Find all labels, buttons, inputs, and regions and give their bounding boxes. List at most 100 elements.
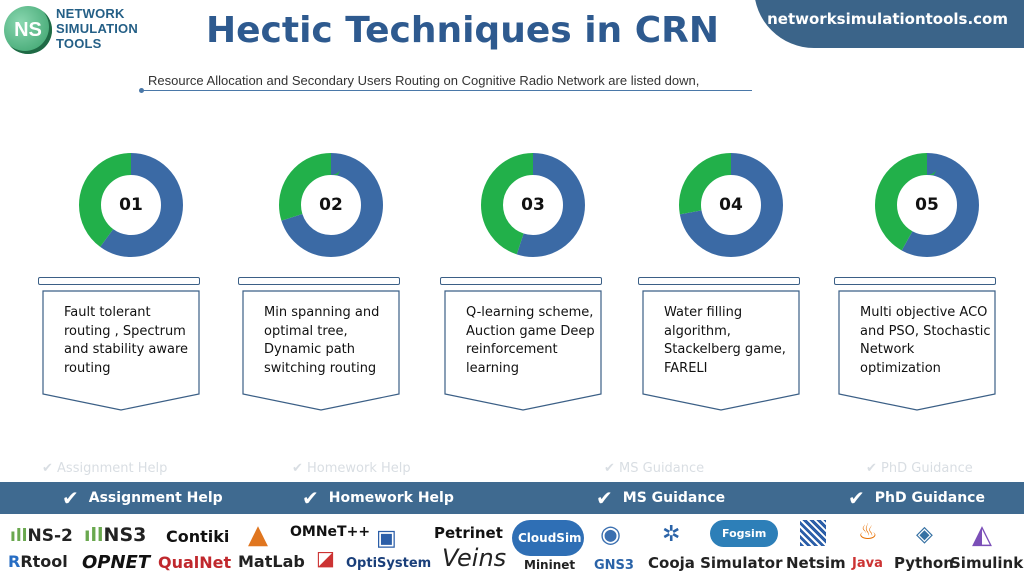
tool-rtool: RRtool [8, 552, 68, 571]
ghost-label-1: ✔ Assignment Help [42, 461, 167, 476]
tool-cloudsim: CloudSim [518, 531, 582, 545]
logo-line-1: NETWORK [56, 6, 125, 21]
donut-ring-3 [481, 153, 585, 257]
card-outline-2 [242, 290, 400, 411]
donut-ring-4 [679, 153, 783, 257]
java-cup-icon: ♨ [858, 520, 878, 545]
ghost-text-4: PhD Guidance [881, 461, 973, 476]
cooja-network-icon: ✲ [662, 522, 681, 547]
donut-green-segment [279, 153, 383, 257]
r-logo-icon: R [8, 552, 21, 571]
tool-ns3: ıllNS3 [84, 524, 147, 546]
card-cap-4 [638, 277, 800, 285]
gns3-icon: ◉ [600, 520, 621, 548]
simulink-icon: ◭ [972, 520, 992, 550]
step-1: 01 Fault tolerant routing , Spectrum and… [38, 152, 216, 411]
step-5: 05 Multi objective ACO and PSO, Stochast… [834, 152, 1012, 411]
step-text-2: Min spanning and optimal tree, Dynamic p… [264, 305, 380, 376]
tool-opnet: OPNET [82, 552, 151, 573]
step-number-4: 04 [719, 195, 743, 215]
step-text-3: Q-learning scheme, Auction game Deep rei… [466, 305, 595, 376]
step-number-5: 05 [915, 195, 939, 215]
card-outline-1 [42, 290, 200, 411]
tool-gns3: GNS3 [594, 558, 634, 573]
page-title: Hectic Techniques in CRN [206, 10, 719, 51]
service-phd-guidance[interactable]: ✔ PhD Guidance [848, 488, 985, 508]
tool-python: Python [894, 554, 954, 572]
step-number-2: 02 [319, 195, 343, 215]
ghost-label-2: ✔ Homework Help [292, 461, 411, 476]
check-icon: ✔ [62, 486, 79, 510]
step-text-1: Fault tolerant routing , Spectrum and st… [64, 305, 189, 376]
card-cap-5 [834, 277, 996, 285]
ghost-label-3: ✔ MS Guidance [604, 461, 704, 476]
step-number-3: 03 [521, 195, 545, 215]
step-text-5: Multi objective ACO and PSO, Stochastic … [860, 305, 991, 376]
service-ms-guidance[interactable]: ✔ MS Guidance [596, 486, 726, 510]
step-4: 04 Water filling algorithm, Stackelberg … [638, 152, 816, 411]
services-bar [0, 482, 1024, 514]
ghost-text-3: MS Guidance [619, 461, 705, 476]
step-3: 03 Q-learning scheme, Auction game Deep … [440, 152, 618, 411]
netsim-grid-icon [800, 520, 826, 546]
tools-strip: ıllNS-2 ıllNS3 Contiki OMNeT++ Petrinet … [0, 516, 1024, 576]
site-url-link[interactable]: networksimulationtools.com [767, 10, 1008, 28]
logo-line-2: SIMULATION [56, 21, 138, 36]
card-outline-3 [444, 290, 602, 411]
tool-contiki: Contiki [166, 527, 230, 546]
signal-icon: ıll [84, 524, 104, 546]
donut-chart-3: 03 [480, 152, 586, 258]
tool-omnet: OMNeT++ [290, 524, 371, 540]
step-card-4: Water filling algorithm, Stackelberg gam… [642, 290, 800, 411]
check-icon: ✔ [596, 486, 613, 510]
subtitle: Resource Allocation and Secondary Users … [148, 73, 700, 88]
subtitle-underline [142, 90, 752, 91]
optisystem-icon: ◪ [316, 546, 335, 570]
omnet-cube-icon: ▣ [376, 526, 397, 551]
ghost-check-icon: ✔ [292, 461, 308, 476]
brand-logo[interactable]: NS NETWORK SIMULATION TOOLS [4, 4, 174, 56]
step-number-1: 01 [119, 195, 143, 215]
step-card-1: Fault tolerant routing , Spectrum and st… [42, 290, 200, 411]
service-homework-help[interactable]: ✔ Homework Help [302, 486, 454, 510]
donut-chart-1: 01 [78, 152, 184, 258]
service-label: MS Guidance [622, 490, 726, 506]
check-icon: ✔ [302, 486, 319, 510]
donut-green-segment [79, 153, 183, 257]
ghost-check-icon: ✔ [866, 461, 882, 476]
signal-icon: ıll [10, 526, 28, 546]
service-assignment-help[interactable]: ✔ Assignment Help [62, 486, 223, 510]
service-label: Assignment Help [88, 490, 223, 506]
url-tab [754, 0, 1024, 48]
donut-chart-2: 02 [278, 152, 384, 258]
card-outline-4 [642, 290, 800, 411]
tool-netsim: Netsim [786, 554, 846, 572]
tool-matlab-icon: ▲ [248, 520, 268, 550]
card-outline-5 [838, 290, 996, 411]
tool-simulink: Simulink [950, 554, 1024, 572]
tool-petrinet: Petrinet [434, 524, 503, 542]
ghost-check-icon: ✔ [604, 461, 620, 476]
step-card-3: Q-learning scheme, Auction game Deep rei… [444, 290, 602, 411]
step-card-2: Min spanning and optimal tree, Dynamic p… [242, 290, 400, 411]
service-label: PhD Guidance [874, 490, 985, 506]
cloudsim-cloud-icon [512, 520, 584, 556]
step-card-5: Multi objective ACO and PSO, Stochastic … [838, 290, 996, 411]
ghost-text-1: Assignment Help [57, 461, 168, 476]
donut-ring-5 [875, 153, 979, 257]
step-2: 02 Min spanning and optimal tree, Dynami… [238, 152, 416, 411]
logo-line-3: TOOLS [56, 36, 102, 51]
ghost-label-4: ✔ PhD Guidance [866, 461, 973, 476]
tool-matlab: MatLab [238, 552, 305, 571]
python-logo-icon: ◈ [916, 522, 933, 547]
donut-chart-4: 04 [678, 152, 784, 258]
tool-optisystem: OptiSystem [346, 556, 432, 571]
ghost-text-2: Homework Help [307, 461, 411, 476]
donut-ring-1 [79, 153, 183, 257]
donut-ring-2 [279, 153, 383, 257]
card-cap-3 [440, 277, 602, 285]
tool-java: Java [852, 556, 883, 571]
donut-green-segment [875, 153, 979, 257]
tool-ns2: ıllNS-2 [10, 526, 73, 546]
donut-chart-5: 05 [874, 152, 980, 258]
